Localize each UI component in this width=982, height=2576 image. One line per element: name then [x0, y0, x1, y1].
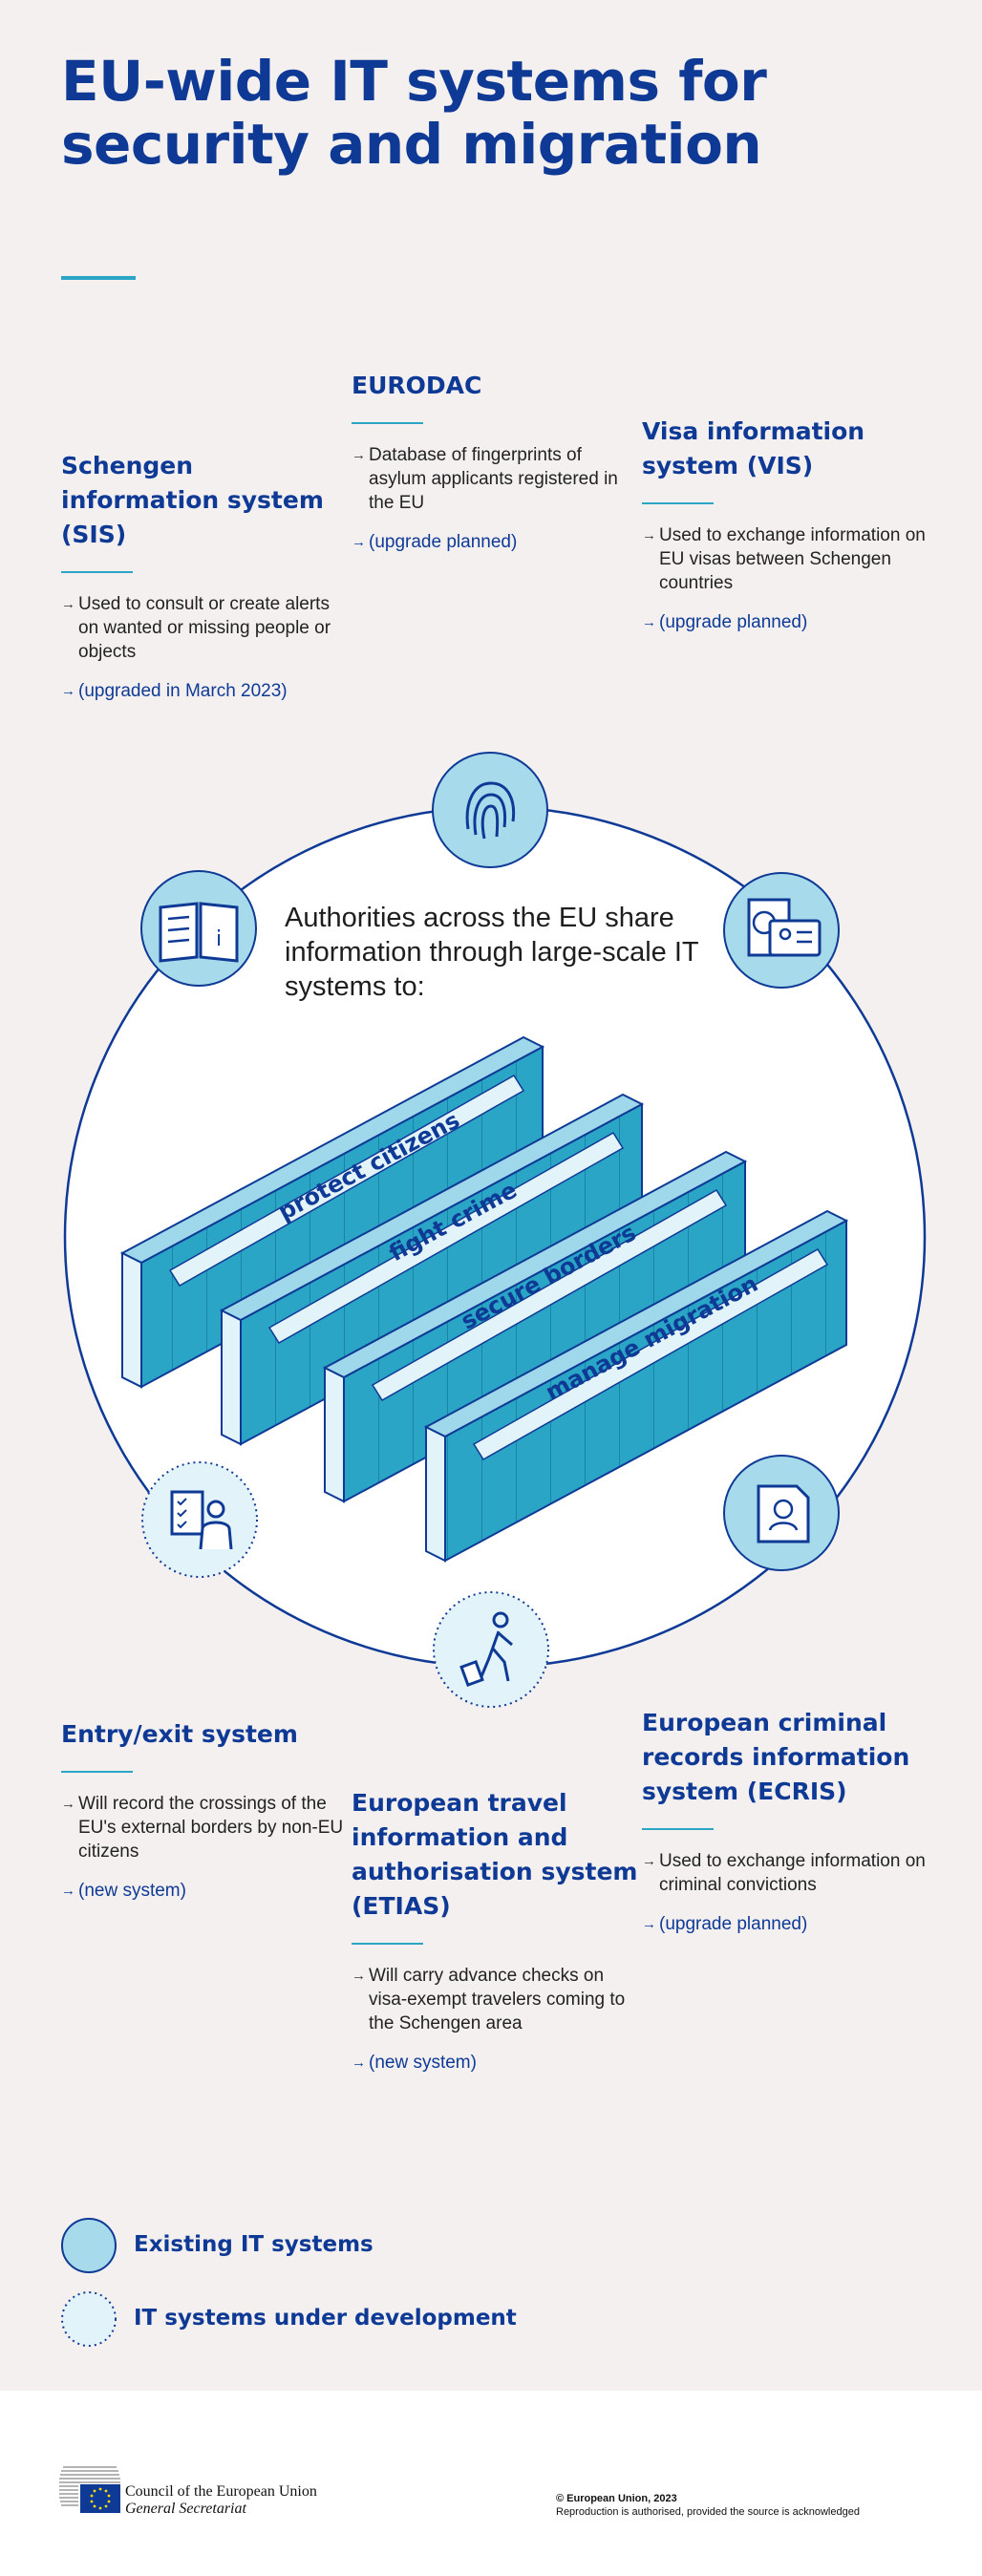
diagram-intro: Authorities across the EU share informat…	[285, 903, 706, 1002]
title-underline	[61, 276, 136, 280]
system-status: (upgrade planned)	[642, 610, 929, 634]
traveller-icon	[433, 1591, 549, 1708]
server-block-4	[423, 1209, 849, 1563]
fingerprint-icon	[432, 752, 548, 868]
organisation-name: Council of the European Union	[125, 2483, 317, 2500]
border-guard-icon	[141, 1461, 258, 1578]
system-description: Will record the crossings of the EU's ex…	[61, 1792, 348, 1863]
system-status: (upgrade planned)	[352, 530, 638, 554]
legend-existing-marker	[61, 2218, 117, 2273]
divider	[352, 1943, 423, 1945]
system-name: Schengen information system (SIS)	[61, 452, 324, 548]
system-name: Visa information system (VIS)	[642, 417, 865, 479]
system-name: European criminal records information sy…	[642, 1709, 910, 1805]
system-name: EURODAC	[352, 372, 482, 399]
system-status: (upgraded in March 2023)	[61, 679, 348, 703]
visa-card-icon	[723, 872, 840, 989]
reproduction-notice: Reproduction is authorised, provided the…	[556, 2506, 860, 2518]
system-status: (new system)	[61, 1879, 348, 1903]
footer	[0, 2391, 982, 2576]
svg-text:i: i	[216, 927, 222, 951]
system-ecris: European criminal records information sy…	[642, 1706, 929, 1936]
systems-diagram: Authorities across the EU share informat…	[61, 752, 927, 2347]
system-eurodac: EURODAC Database of fingerprints of asyl…	[352, 369, 638, 554]
legend-development-label: IT systems under development	[134, 2306, 517, 2331]
system-description: Database of fingerprints of asylum appli…	[352, 443, 638, 515]
divider	[61, 1771, 133, 1773]
page-title: EU-wide IT systems for security and migr…	[61, 49, 767, 177]
organisation-subtitle: General Secretariat	[125, 2501, 246, 2517]
council-logo	[59, 2466, 120, 2513]
system-name: European travel information and authoris…	[352, 1789, 638, 1920]
system-description: Will carry advance checks on visa-exempt…	[352, 1964, 638, 2035]
divider	[642, 1828, 714, 1830]
criminal-record-icon	[723, 1455, 840, 1571]
system-vis: Visa information system (VIS) Used to ex…	[642, 415, 929, 634]
divider	[61, 571, 133, 573]
system-sis: Schengen information system (SIS) Used t…	[61, 449, 348, 703]
legend-development-marker	[61, 2291, 117, 2347]
system-status: (upgrade planned)	[642, 1912, 929, 1936]
divider	[352, 422, 423, 424]
system-name: Entry/exit system	[61, 1720, 298, 1748]
copyright: © European Union, 2023	[556, 2493, 677, 2504]
book-icon: i	[140, 870, 257, 987]
system-description: Used to exchange information on criminal…	[642, 1849, 929, 1897]
system-ees: Entry/exit system Will record the crossi…	[61, 1717, 348, 1903]
system-description: Used to consult or create alerts on want…	[61, 592, 348, 664]
legend-existing-label: Existing IT systems	[134, 2232, 374, 2257]
divider	[642, 502, 714, 504]
system-description: Used to exchange information on EU visas…	[642, 523, 929, 595]
system-status: (new system)	[352, 2051, 638, 2075]
system-etias: European travel information and authoris…	[352, 1786, 638, 2075]
